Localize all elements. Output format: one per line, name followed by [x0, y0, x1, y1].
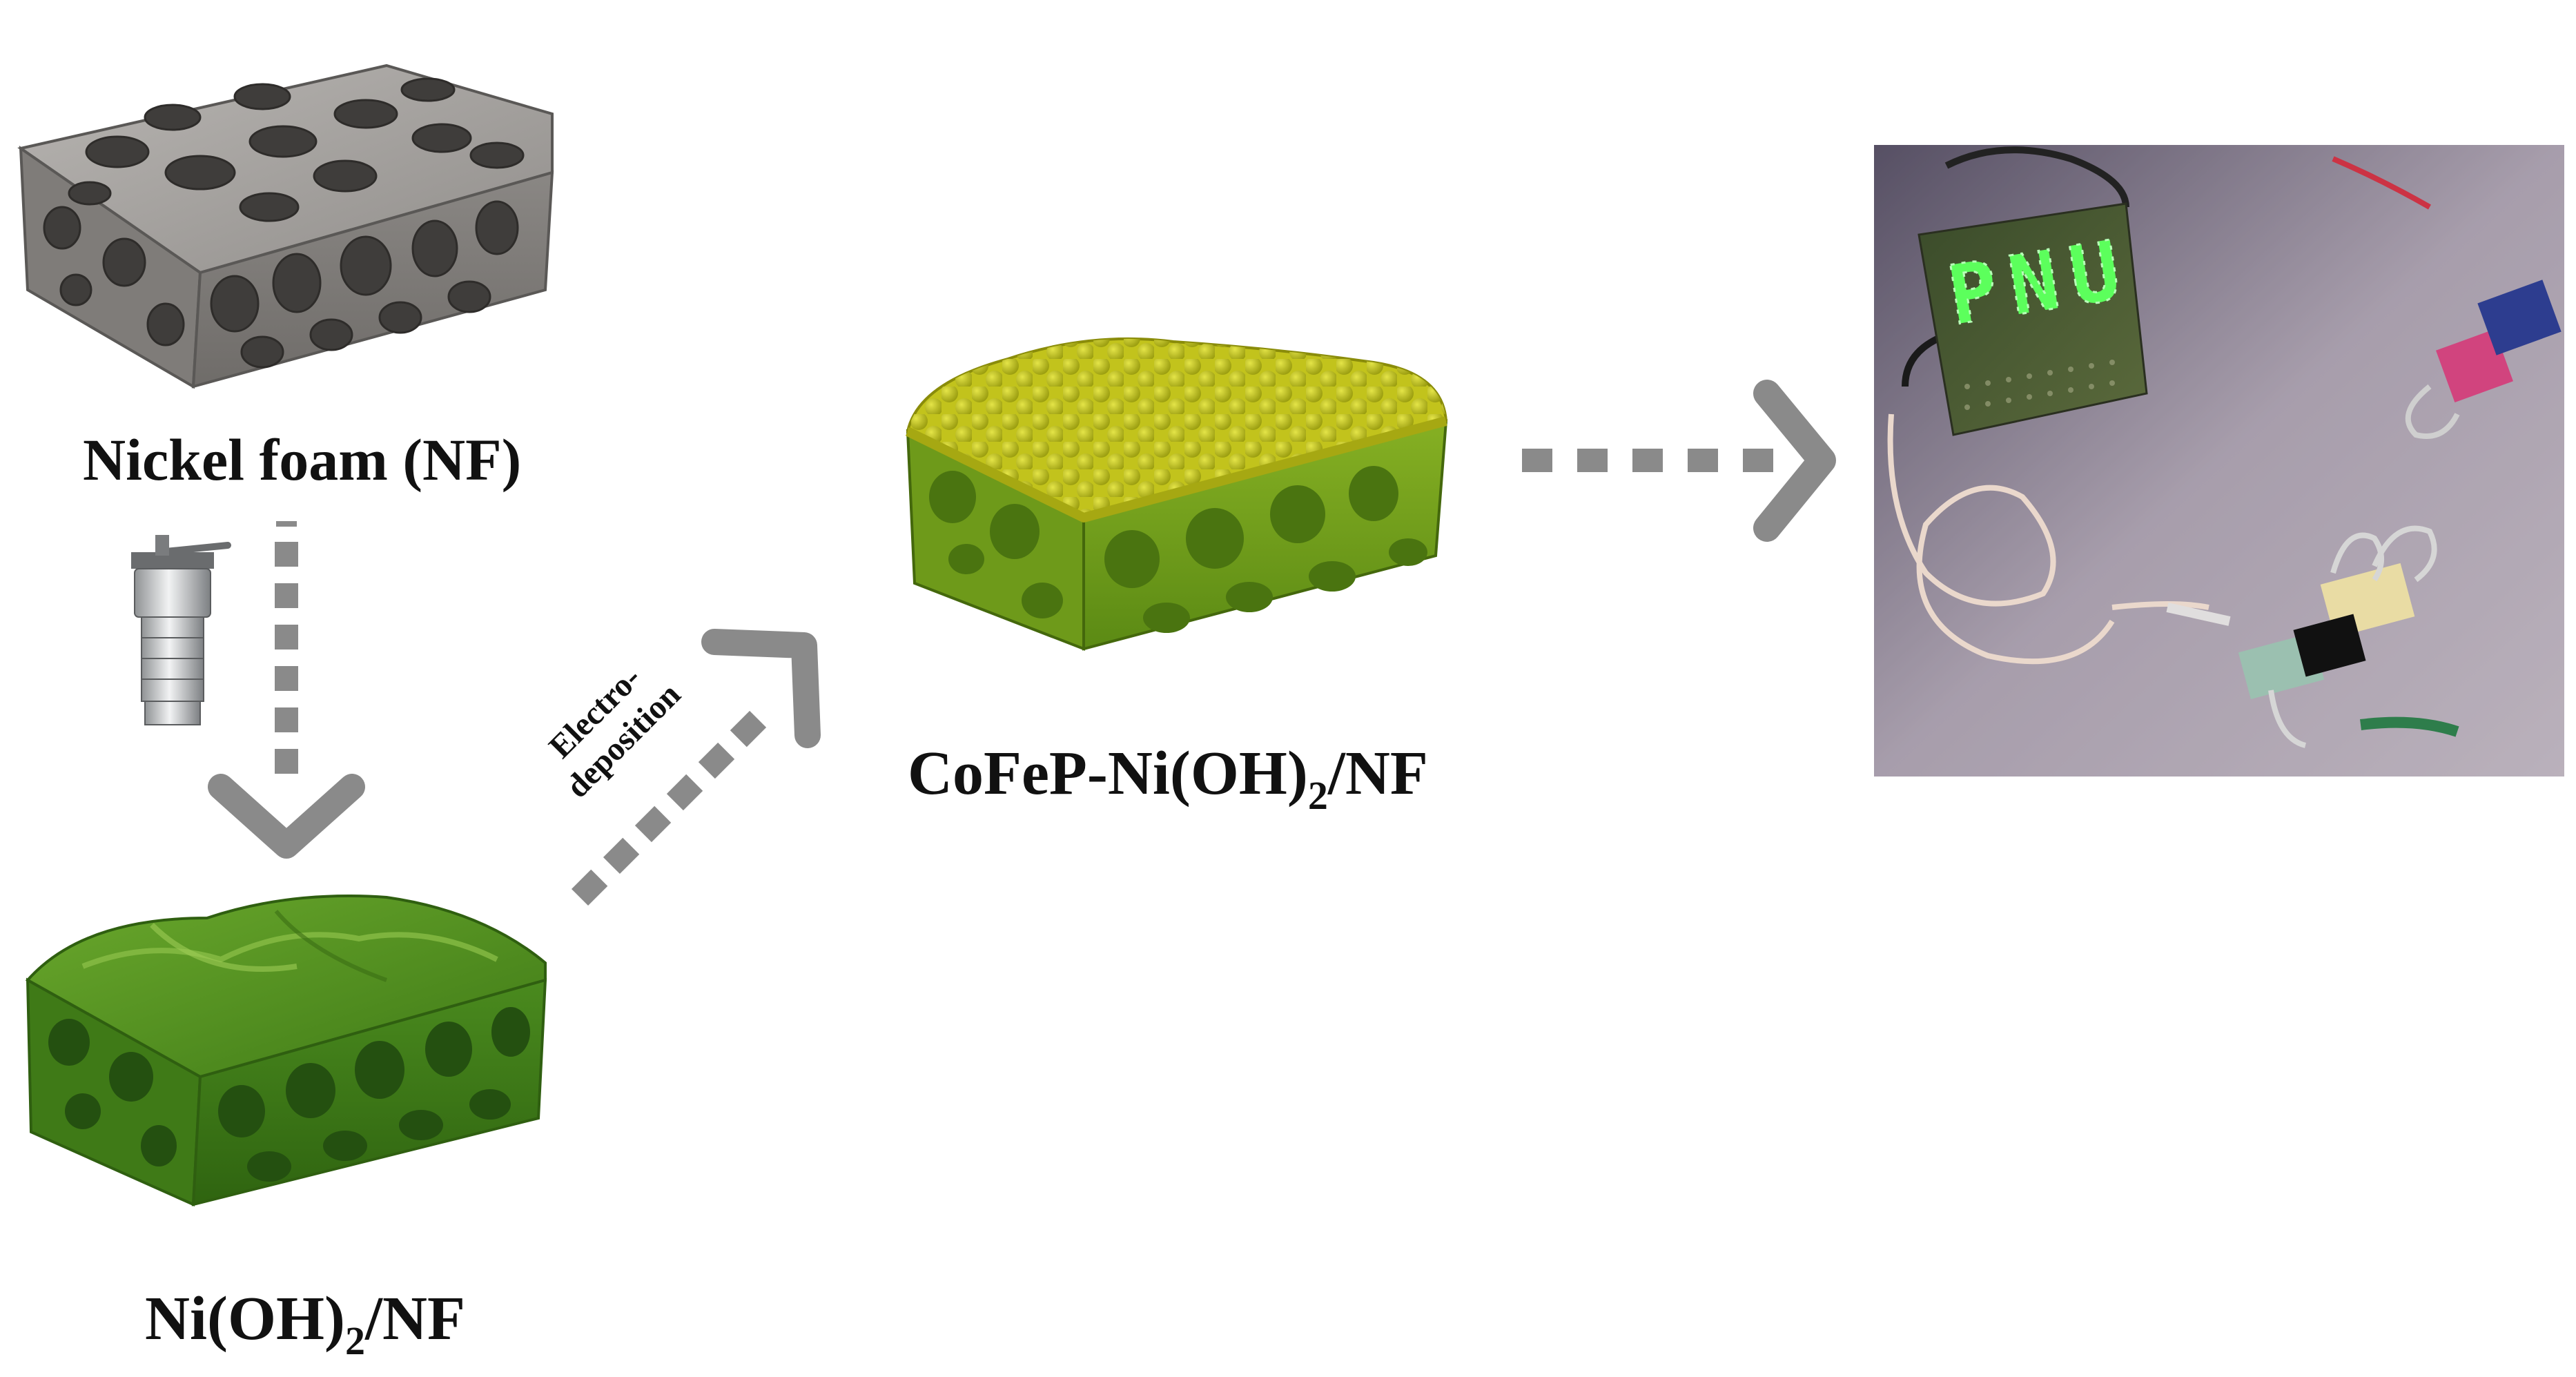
cofep-nioh-nf-block — [905, 337, 1448, 651]
electrodeposition-label: Electro- deposition — [542, 659, 687, 805]
application-arrow — [1522, 380, 1836, 542]
nioh-nf-label: Ni(OH)2/NF — [145, 1285, 465, 1363]
binder-clips-bottom — [2238, 525, 2437, 748]
nickel-foam-label: Nickel foam (NF) — [83, 427, 521, 493]
hydrothermal-arrow — [208, 521, 365, 859]
nioh-nf-block — [25, 895, 547, 1207]
led-circuit-board — [1918, 202, 2148, 436]
cofep-nioh-nf-label: CoFeP-Ni(OH)2/NF — [908, 739, 1428, 818]
electrodeposition-arrow — [571, 629, 821, 906]
binder-clips-top — [2405, 280, 2562, 439]
led-demo-photo: PNU — [1874, 145, 2564, 777]
nickel-foam-block — [17, 64, 554, 389]
autoclave-icon — [131, 535, 231, 725]
